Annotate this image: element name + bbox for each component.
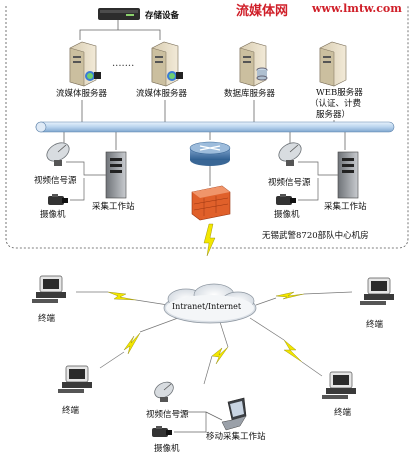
laptop-icon (221, 397, 247, 431)
right-workstation-label: 采集工作站 (324, 202, 367, 212)
storage-device-icon (98, 8, 140, 20)
right-satellite-dish-icon (278, 142, 302, 166)
internet-cloud-icon (163, 283, 257, 324)
storage-link (79, 20, 161, 40)
web-server-label-line2: （认证、计费 (310, 99, 362, 109)
streaming-server-2-icon (151, 41, 183, 87)
left-camera-icon (48, 194, 68, 205)
terminal-bottom-left-icon (58, 365, 92, 393)
mobile-camera-label: 摄像机 (154, 444, 180, 454)
storage-device-label: 存储设备 (145, 11, 180, 21)
watermark-url[interactable]: www.lmtw.com (312, 2, 402, 15)
mobile-video-source-label: 视频信号源 (146, 410, 189, 420)
wan-links (76, 291, 353, 385)
lightning-bottom-mid (211, 346, 229, 365)
web-server-label-line1: WEB服务器 (316, 88, 363, 98)
mobile-camera-icon (152, 426, 172, 437)
router-icon (189, 141, 231, 166)
server-room-caption: 无锡武警8720部队中心机房 (262, 231, 369, 241)
left-workstation-label: 采集工作站 (92, 202, 135, 212)
cloud-label: Intranet/Internet (172, 302, 242, 311)
left-video-source-label: 视频信号源 (34, 176, 77, 186)
right-workstation-icon (337, 151, 359, 199)
lightning-top-left (107, 291, 137, 301)
firewall-icon (191, 185, 231, 221)
lightning-firewall-cloud (203, 223, 216, 257)
database-server-label: 数据库服务器 (224, 89, 276, 99)
web-server-label-line3: 服务器） (316, 110, 351, 120)
lightning-bottom-left (123, 332, 141, 355)
server-room-boundary (5, 6, 409, 249)
backbone-bus (35, 121, 395, 133)
mobile-satellite-dish-icon (154, 381, 174, 402)
terminal-top-left-icon (32, 275, 66, 303)
terminal-top-right-label: 终端 (366, 320, 384, 330)
terminal-bottom-left-label: 终端 (62, 406, 80, 416)
right-video-source-label: 视频信号源 (268, 178, 311, 188)
left-satellite-dish-icon (46, 142, 70, 166)
database-server-icon (239, 41, 268, 87)
streaming-server-1-label: 流媒体服务器 (56, 89, 108, 99)
mobile-workstation-label: 移动采集工作站 (206, 432, 266, 442)
right-capture-links (298, 161, 338, 201)
right-camera-icon (276, 194, 296, 205)
lightning-top-right (275, 291, 305, 300)
terminal-top-right-icon (360, 277, 394, 305)
left-camera-label: 摄像机 (40, 210, 66, 220)
terminal-top-left-label: 终端 (38, 314, 56, 324)
left-capture-links (66, 161, 106, 201)
terminal-bottom-right-label: 终端 (334, 408, 352, 418)
watermark-site-name: 流媒体网 (236, 4, 289, 19)
right-camera-label: 摄像机 (274, 210, 300, 220)
left-workstation-icon (105, 151, 127, 199)
streaming-server-1-icon (69, 41, 101, 87)
web-server-icon (319, 41, 347, 87)
mobile-capture-links (174, 411, 223, 433)
lightning-bottom-right (283, 339, 303, 363)
terminal-bottom-right-icon (322, 371, 356, 399)
streaming-server-2-label: 流媒体服务器 (136, 89, 188, 99)
more-servers-ellipsis: ....... (112, 58, 134, 69)
